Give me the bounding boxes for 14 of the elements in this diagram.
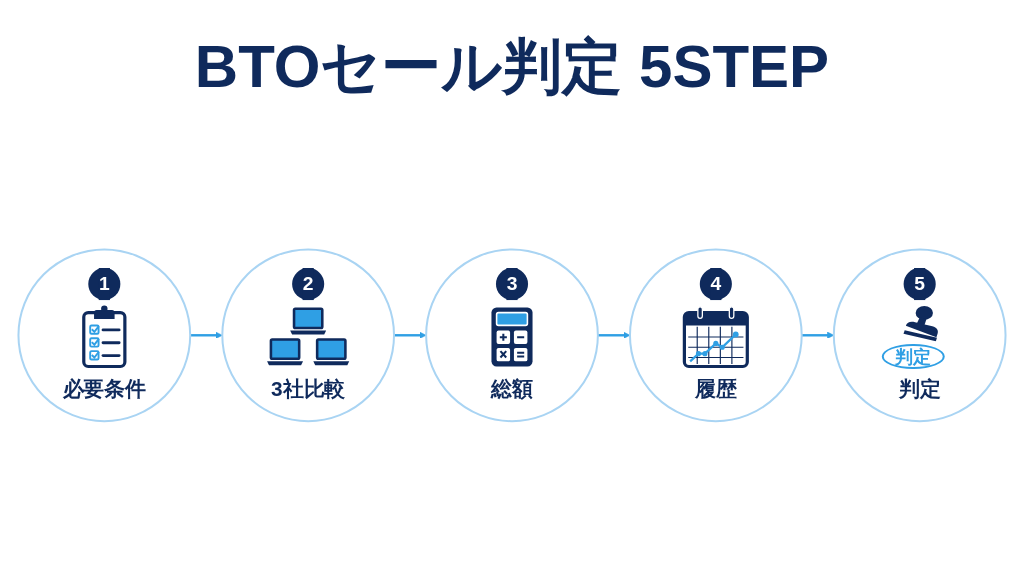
step-label: 3社比較: [271, 375, 346, 403]
step-label: 判定: [898, 375, 941, 403]
node-circle: [221, 248, 396, 422]
step-label: 履歴: [694, 375, 737, 403]
title: BTOセール判定 5STEP: [194, 34, 830, 100]
node-circle: [17, 248, 192, 422]
step-label: 必要条件: [62, 375, 147, 403]
arrow: [190, 331, 223, 339]
node-circle: [832, 248, 1007, 422]
arrow: [597, 331, 631, 339]
step-label: 総額: [491, 375, 533, 403]
arrow: [394, 331, 427, 339]
node-circle: [425, 248, 599, 422]
node-circle: [628, 248, 803, 422]
